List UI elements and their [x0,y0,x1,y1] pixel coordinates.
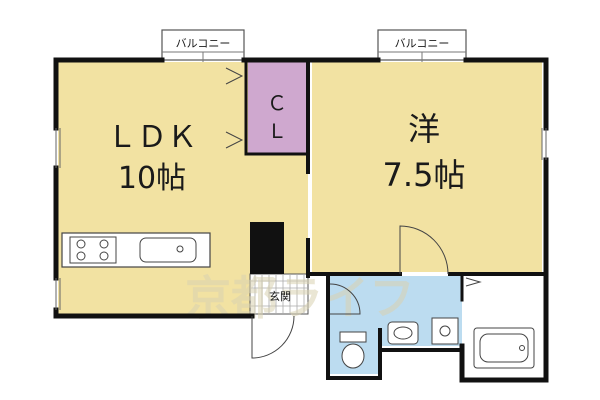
western-size: 7.5帖 [383,156,466,194]
ldk-room [58,62,248,232]
entrance-floor [249,273,309,315]
bathtub-icon [473,327,535,369]
kitchen-counter [61,232,211,268]
western-room [312,62,542,272]
balcony-left: バルコニー [161,29,245,62]
shoe-cabinet [250,222,284,274]
sink-icon [139,237,197,263]
ldk-label: ＬＤＫ [107,120,197,155]
walls [53,57,549,383]
balcony-left-label: バルコニー [176,37,231,50]
windows [55,128,547,310]
toilet-icon [339,331,367,369]
entrance-label: 玄関 [269,289,291,303]
washer-pan-icon [431,317,459,345]
ldk-size: 10帖 [118,161,186,196]
balcony-right-label: バルコニー [395,37,450,50]
balcony-right: バルコニー [377,29,467,62]
western-label: 洋 [408,110,440,148]
stove-icon [69,236,117,264]
closet [248,62,306,154]
closet-label-c: Ｃ [267,91,287,115]
doors [225,67,482,359]
washbasin-icon [387,321,419,345]
closet-label-l: Ｌ [267,119,287,143]
